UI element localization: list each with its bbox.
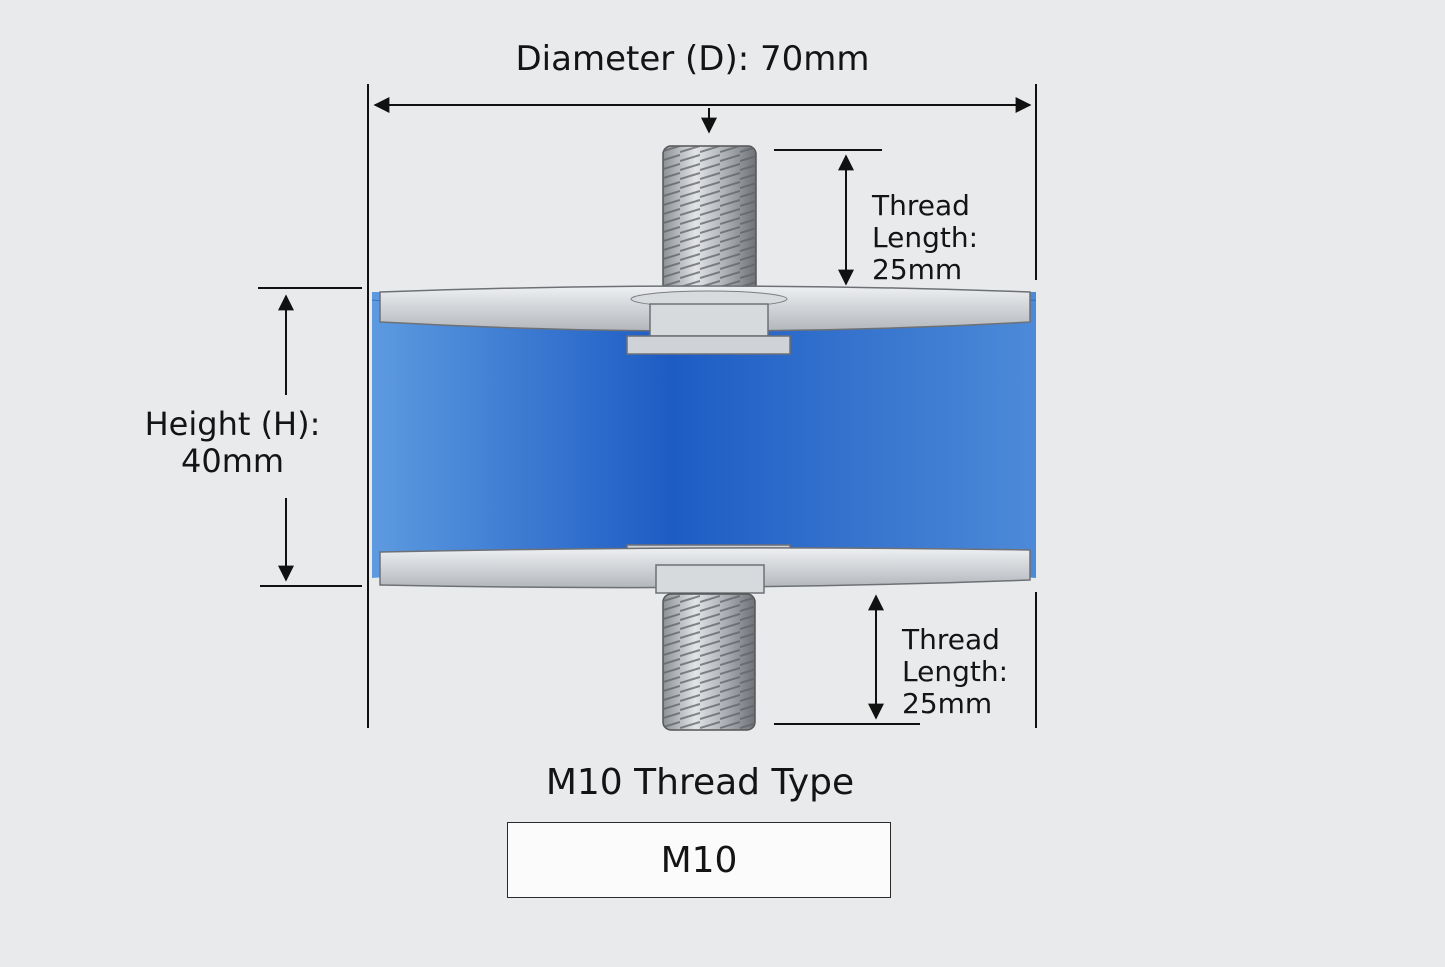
bottom-metal-plate <box>379 544 1031 594</box>
bottom-thread-label-line-3: 25mm <box>902 687 993 721</box>
top-thread-label-line-3: 25mm <box>872 253 963 287</box>
height-label-line-1: Height (H): <box>144 405 321 443</box>
top-thread-length-dimension <box>774 149 882 286</box>
thread-type-value: M10 <box>660 839 738 881</box>
height-label-line-2: 40mm <box>180 441 285 480</box>
height-dimension-line <box>258 287 362 587</box>
top-threaded-stud <box>662 145 757 305</box>
diameter-label: Diameter (D): 70mm <box>515 39 870 79</box>
thread-type-title: M10 Thread Type <box>545 762 855 803</box>
top-thread-label-line-1: Thread <box>872 189 970 222</box>
top-metal-plate <box>379 285 1031 355</box>
bottom-threaded-stud <box>662 593 756 731</box>
bottom-thread-label-line-2: Length: <box>902 655 1009 689</box>
diameter-dimension-line <box>367 84 1037 728</box>
thread-type-box: M10 <box>507 822 891 898</box>
bottom-thread-length-label: Thread Length: 25mm <box>902 623 1009 721</box>
top-thread-label-line-2: Length: <box>872 221 979 255</box>
bottom-thread-length-dimension <box>774 594 920 725</box>
bottom-thread-label-line-1: Thread <box>902 623 1000 656</box>
height-label: Height (H): 40mm <box>100 406 365 480</box>
top-thread-length-label: Thread Length: 25mm <box>872 189 979 287</box>
